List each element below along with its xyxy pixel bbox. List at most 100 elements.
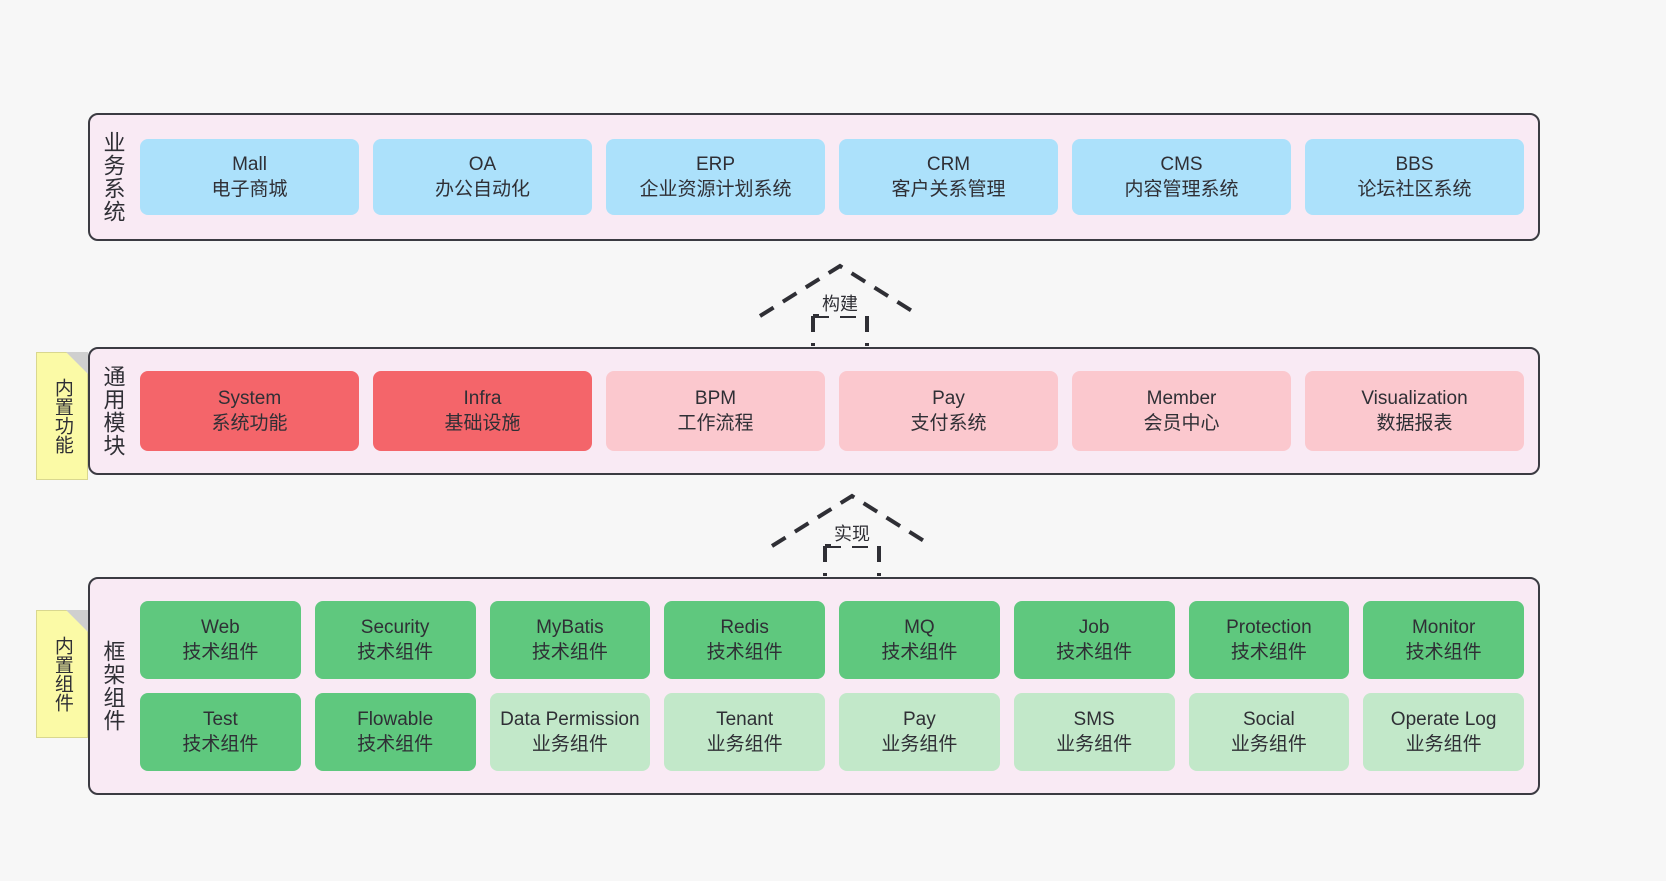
card-title: ERP	[695, 153, 736, 175]
card-monitor[interactable]: Monitor 技术组件	[1363, 601, 1524, 679]
layer-title-business-systems: 业务系统	[100, 131, 126, 223]
card-subtitle: 工作流程	[677, 413, 754, 434]
card-subtitle: 业务组件	[1405, 734, 1482, 755]
card-title: SMS	[1073, 708, 1115, 730]
card-mall[interactable]: Mall 电子商城	[140, 139, 359, 215]
card-security[interactable]: Security 技术组件	[314, 601, 476, 679]
card-title: Job	[1078, 616, 1110, 638]
card-title: CMS	[1160, 153, 1203, 175]
card-subtitle: 技术组件	[182, 642, 259, 663]
card-row: Mall 电子商城 OA 办公自动化 ERP 企业资源计划系统 CRM 客户关系…	[140, 139, 1524, 215]
card-crm[interactable]: CRM 客户关系管理	[839, 139, 1058, 215]
card-title: Data Permission	[500, 708, 640, 730]
card-subtitle: 业务组件	[1230, 734, 1307, 755]
card-subtitle: 系统功能	[211, 413, 288, 434]
card-title: MQ	[904, 616, 935, 638]
card-subtitle: 办公自动化	[434, 179, 530, 200]
connector-stem	[811, 314, 869, 346]
card-job[interactable]: Job 技术组件	[1013, 601, 1175, 679]
card-subtitle: 技术组件	[1056, 642, 1133, 663]
card-subtitle: 技术组件	[531, 642, 608, 663]
card-subtitle: 技术组件	[706, 642, 783, 663]
card-subtitle: 电子商城	[211, 179, 288, 200]
connector-realize: 实现	[757, 488, 947, 576]
card-infra[interactable]: Infra 基础设施	[373, 371, 592, 451]
arrowhead-open-up	[770, 493, 934, 548]
arrowhead-open-up	[758, 263, 922, 318]
card-row: Web 技术组件 Security 技术组件 MyBatis 技术组件 Redi…	[140, 601, 1524, 679]
card-subtitle: 客户关系管理	[891, 179, 1006, 200]
card-subtitle: 技术组件	[357, 734, 434, 755]
card-erp[interactable]: ERP 企业资源计划系统	[606, 139, 825, 215]
connector-label-build: 构建	[819, 290, 861, 316]
card-title: OA	[468, 153, 497, 175]
card-row: System 系统功能 Infra 基础设施 BPM 工作流程 Pay 支付系统…	[140, 371, 1524, 451]
layer-body-common-modules: System 系统功能 Infra 基础设施 BPM 工作流程 Pay 支付系统…	[136, 349, 1538, 473]
card-title: Web	[201, 616, 240, 638]
card-title: Flowable	[357, 708, 434, 730]
card-redis[interactable]: Redis 技术组件	[664, 601, 825, 679]
card-title: Visualization	[1361, 387, 1468, 409]
card-subtitle: 技术组件	[1230, 642, 1307, 663]
card-subtitle: 技术组件	[182, 734, 259, 755]
card-operate-log[interactable]: Operate Log 业务组件	[1363, 693, 1524, 771]
note-builtin-components: 内置组件	[36, 610, 88, 738]
card-member[interactable]: Member 会员中心	[1072, 371, 1291, 451]
card-title: Operate Log	[1390, 708, 1497, 730]
layer-title-common-modules: 通用模块	[100, 365, 126, 457]
card-title: Pay	[932, 387, 965, 409]
layer-body-business-systems: Mall 电子商城 OA 办公自动化 ERP 企业资源计划系统 CRM 客户关系…	[136, 115, 1538, 239]
card-subtitle: 技术组件	[1405, 642, 1482, 663]
card-subtitle: 业务组件	[706, 734, 783, 755]
card-test[interactable]: Test 技术组件	[140, 693, 301, 771]
card-title: CRM	[926, 153, 971, 175]
card-system[interactable]: System 系统功能	[140, 371, 359, 451]
card-pay-business[interactable]: Pay 业务组件	[839, 693, 1000, 771]
card-title: BPM	[694, 387, 737, 409]
card-data-permission[interactable]: Data Permission 业务组件	[489, 693, 651, 771]
card-subtitle: 内容管理系统	[1124, 179, 1239, 200]
card-web[interactable]: Web 技术组件	[140, 601, 301, 679]
connector-build: 构建	[745, 258, 935, 346]
card-title: Mall	[232, 153, 267, 175]
layer-body-framework-components: Web 技术组件 Security 技术组件 MyBatis 技术组件 Redi…	[136, 579, 1538, 793]
card-subtitle: 论坛社区系统	[1357, 179, 1472, 200]
card-title: MyBatis	[536, 616, 604, 638]
card-tenant[interactable]: Tenant 业务组件	[664, 693, 825, 771]
card-row: Test 技术组件 Flowable 技术组件 Data Permission …	[140, 693, 1524, 771]
card-title: Pay	[903, 708, 936, 730]
card-title: Security	[360, 616, 430, 638]
card-mybatis[interactable]: MyBatis 技术组件	[489, 601, 651, 679]
card-subtitle: 支付系统	[910, 413, 987, 434]
card-title: Tenant	[716, 708, 774, 730]
note-label: 内置组件	[51, 636, 73, 712]
card-title: Test	[202, 708, 238, 730]
card-bpm[interactable]: BPM 工作流程	[606, 371, 825, 451]
card-subtitle: 技术组件	[357, 642, 434, 663]
card-subtitle: 基础设施	[444, 413, 521, 434]
card-title: Redis	[720, 616, 769, 638]
card-title: Social	[1243, 708, 1295, 730]
card-protection[interactable]: Protection 技术组件	[1188, 601, 1350, 679]
card-title: Infra	[463, 387, 502, 409]
layer-framework-components: 框架组件 Web 技术组件 Security 技术组件 MyBatis 技术组件…	[88, 577, 1540, 795]
card-title: Monitor	[1411, 616, 1476, 638]
card-flowable[interactable]: Flowable 技术组件	[314, 693, 476, 771]
card-subtitle: 业务组件	[531, 734, 608, 755]
note-builtin-functions: 内置功能	[36, 352, 88, 480]
card-pay[interactable]: Pay 支付系统	[839, 371, 1058, 451]
card-social[interactable]: Social 业务组件	[1188, 693, 1350, 771]
card-sms[interactable]: SMS 业务组件	[1013, 693, 1175, 771]
card-visualization[interactable]: Visualization 数据报表	[1305, 371, 1524, 451]
card-cms[interactable]: CMS 内容管理系统	[1072, 139, 1291, 215]
card-title: Protection	[1226, 616, 1312, 638]
connector-stem	[823, 544, 881, 576]
layer-business-systems: 业务系统 Mall 电子商城 OA 办公自动化 ERP 企业资源计划系统 CRM…	[88, 113, 1540, 241]
card-mq[interactable]: MQ 技术组件	[839, 601, 1000, 679]
layer-title-framework-components: 框架组件	[100, 640, 126, 732]
card-subtitle: 技术组件	[881, 642, 958, 663]
card-subtitle: 会员中心	[1143, 413, 1220, 434]
card-bbs[interactable]: BBS 论坛社区系统	[1305, 139, 1524, 215]
card-oa[interactable]: OA 办公自动化	[373, 139, 592, 215]
